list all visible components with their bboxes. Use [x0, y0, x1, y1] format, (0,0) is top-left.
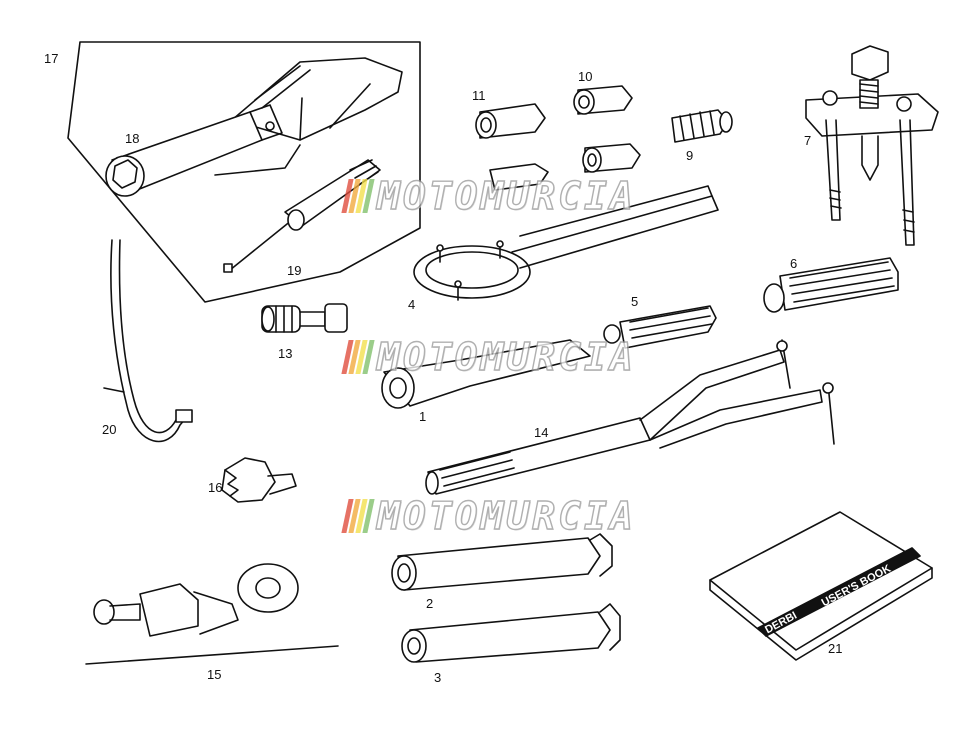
label-10: 10 [578, 69, 593, 84]
label-16: 16 [208, 480, 223, 495]
group-frame-17 [67, 41, 421, 303]
drift-5 [603, 305, 717, 349]
tube-3 [401, 603, 621, 663]
sleeves-10-11 [475, 85, 641, 191]
label-20: 20 [102, 422, 117, 437]
screwdriver-19 [223, 159, 381, 273]
peg-spanner-4 [413, 185, 719, 301]
adapter-13 [261, 303, 348, 333]
label-2: 2 [426, 596, 434, 611]
watermark-text: MOTOMURCIA [376, 334, 636, 379]
label-1: 1 [419, 409, 427, 424]
watermark-top: MOTOMURCIA [341, 173, 636, 219]
holder-1 [381, 339, 591, 409]
label-15: 15 [207, 667, 222, 682]
tube-2 [391, 533, 613, 591]
watermark-middle: MOTOMURCIA [341, 334, 636, 380]
label-19: 19 [287, 263, 302, 278]
watermark-stripes [341, 179, 375, 213]
label-14: 14 [534, 425, 549, 440]
label-13: 13 [278, 346, 293, 361]
puller-7 [805, 45, 939, 246]
watermark-stripes [341, 499, 375, 533]
tool-set-15 [85, 563, 339, 665]
label-6: 6 [790, 256, 798, 271]
label-5: 5 [631, 294, 639, 309]
socket-9 [671, 109, 733, 143]
flywheel-holder-14 [425, 339, 835, 495]
tool-16 [221, 457, 297, 503]
label-11: 11 [472, 88, 486, 103]
box-spanner-18 [105, 57, 403, 197]
sensor-cable-20 [103, 239, 193, 443]
users-book-21 [709, 511, 933, 661]
label-4: 4 [408, 297, 416, 312]
label-3: 3 [434, 670, 442, 685]
label-21: 21 [828, 641, 843, 656]
watermark-stripes [341, 340, 375, 374]
label-18: 18 [125, 131, 140, 146]
label-7: 7 [804, 133, 812, 148]
label-17: 17 [44, 51, 59, 66]
watermark-bottom: MOTOMURCIA [341, 493, 636, 539]
drift-6 [763, 257, 899, 313]
label-9: 9 [686, 148, 694, 163]
watermark-text: MOTOMURCIA [376, 493, 636, 538]
watermark-text: MOTOMURCIA [376, 173, 636, 218]
